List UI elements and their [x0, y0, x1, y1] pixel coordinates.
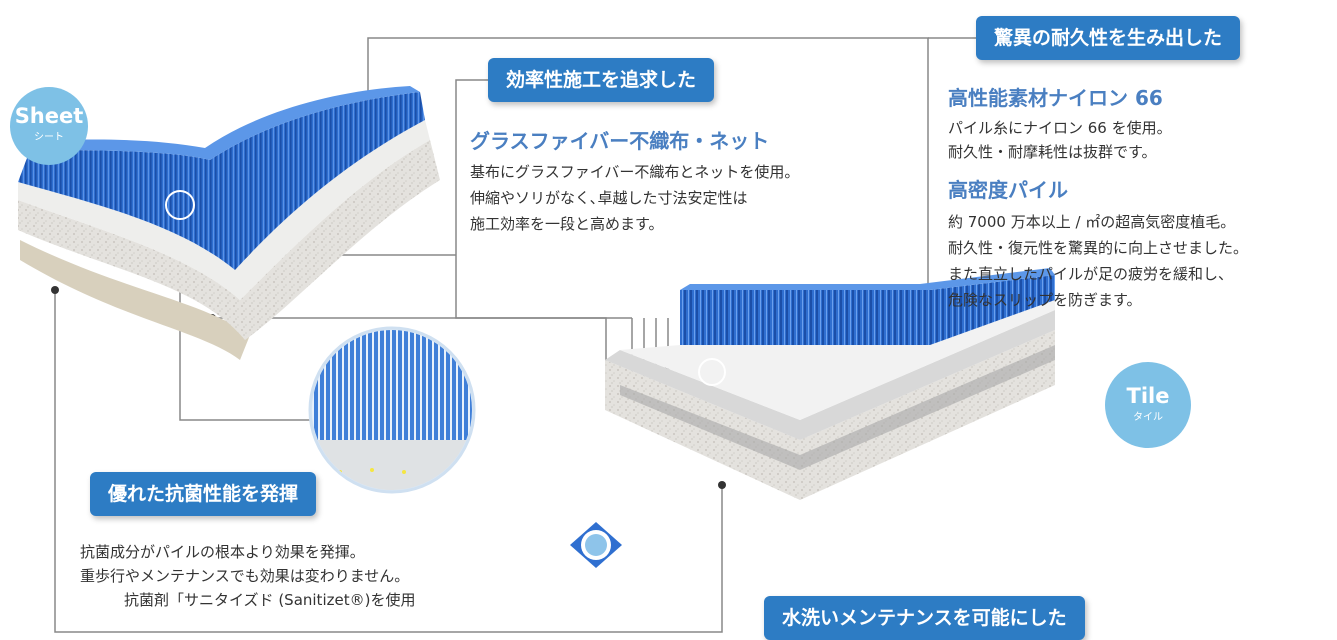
washable-label: 水洗いメンテナンスを可能にした: [764, 596, 1085, 640]
zoom-detail: [308, 326, 476, 494]
density-text-1: 約 7000 万本以上 / ㎡の超高気密度植毛。: [948, 213, 1236, 231]
sheet-badge: Sheet シート: [10, 87, 88, 165]
tile-badge: Tile タイル: [1105, 362, 1191, 448]
glassfiber-text-2: 伸縮やソリがなく､卓越した寸法安定性は: [470, 189, 748, 207]
antibacterial-text-2: 重歩行やメンテナンスでも効果は変わりません。: [80, 567, 410, 585]
sheet-illustration: [18, 86, 440, 360]
durability-label: 驚異の耐久性を生み出した: [976, 16, 1241, 60]
tile-badge-label: Tile: [1126, 384, 1170, 408]
tile-illustration: [605, 268, 1055, 500]
tile-badge-sublabel: タイル: [1133, 412, 1163, 423]
antibacterial-text-1: 抗菌成分がパイルの根本より効果を発揮。: [80, 543, 365, 561]
glassfiber-text-1: 基布にグラスファイバー不織布とネットを使用。: [470, 163, 800, 181]
density-text-4: 危険なスリップを防ぎます。: [948, 291, 1142, 309]
density-text-2: 耐久性・復元性を驚異的に向上させました。: [948, 239, 1249, 257]
density-heading: 高密度パイル: [948, 178, 1068, 202]
sheet-badge-sublabel: シート: [34, 132, 64, 143]
nylon-heading: 高性能素材ナイロン 66: [948, 86, 1163, 110]
antibacterial-text-3: 抗菌剤「サニタイズド (Sanitizet®)を使用: [124, 591, 416, 609]
nylon-text-2: 耐久性・耐摩耗性は抜群です。: [948, 143, 1157, 161]
density-text-3: また直立したパイルが足の疲労を緩和し、: [948, 265, 1234, 283]
glassfiber-text-3: 施工効率を一段と高めます。: [470, 215, 664, 233]
efficiency-label: 効率性施工を追求した: [488, 58, 715, 102]
nylon-text-1: パイル糸にナイロン 66 を使用。: [948, 119, 1172, 137]
sanitized-logo: [570, 522, 622, 568]
sheet-badge-label: Sheet: [14, 104, 84, 128]
glassfiber-heading: グラスファイバー不織布・ネット: [470, 129, 770, 153]
antibacterial-label: 優れた抗菌性能を発揮: [90, 472, 317, 516]
